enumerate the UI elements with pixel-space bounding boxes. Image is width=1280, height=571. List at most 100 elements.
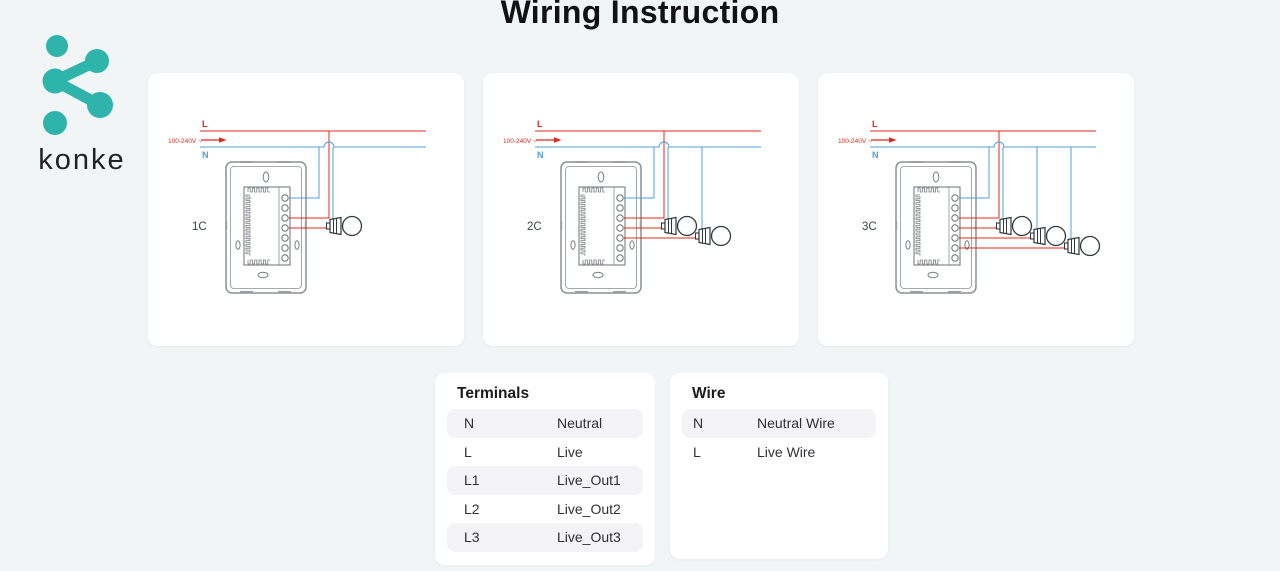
terminal-screw — [616, 234, 624, 242]
table-row: N Neutral Wire — [682, 409, 876, 438]
terminal-screw — [616, 224, 624, 232]
live-label: L — [202, 119, 208, 129]
gang-label: 2C — [527, 221, 542, 233]
terminal-screw — [281, 244, 289, 252]
live-label: L — [872, 119, 878, 129]
heatsink-fins-top — [247, 187, 270, 193]
live-in-wire — [959, 131, 1000, 219]
terminal-screw — [951, 254, 959, 262]
terminal-code: L — [464, 443, 472, 460]
terminal-code: N — [693, 415, 704, 432]
terminal-screw — [616, 194, 624, 202]
terminal-screw — [616, 244, 624, 252]
table-row: L2 Live_Out2 — [447, 495, 643, 524]
light-bulb-icon — [694, 225, 732, 247]
terminal-code: L2 — [464, 500, 480, 517]
table-row: L1 Live_Out1 — [447, 466, 643, 495]
terminal-description: Live_Out1 — [557, 472, 621, 489]
heatsink-fins-bottom — [917, 259, 940, 265]
terminal-screw — [951, 194, 959, 202]
terminal-screw — [616, 214, 624, 222]
table-row: L Live Wire — [682, 438, 876, 467]
voltage-label: 100-240V ~ — [838, 138, 872, 145]
konke-logo-icon — [42, 35, 113, 135]
light-bulb-icon — [325, 215, 363, 237]
neutral-wire — [870, 141, 1096, 148]
heatsink-fins-bottom — [247, 259, 270, 265]
wiring-diagram-svg: L 100-240V ~N 3C — [838, 119, 1101, 294]
light-bulb-icon — [995, 215, 1033, 237]
terminal-description: Neutral — [557, 415, 603, 432]
live-in-wire — [624, 131, 665, 219]
terminal-description: Neutral Wire — [757, 415, 835, 432]
light-bulb-icon — [1063, 235, 1101, 257]
neutral-label: N — [872, 150, 879, 160]
terminal-code: N — [464, 415, 475, 432]
heatsink-fins-bottom — [582, 259, 605, 265]
neutral-wire — [200, 141, 426, 148]
light-bulb-icon — [1029, 225, 1067, 247]
gang-label: 3C — [862, 221, 877, 233]
light-bulb-icon — [660, 215, 698, 237]
terminal-screw — [281, 204, 289, 212]
heatsink-fins-left — [245, 194, 251, 256]
arrow-head-icon — [219, 137, 227, 143]
neutral-label: N — [202, 150, 209, 160]
terminal-screw — [951, 214, 959, 222]
terminal-code: L — [693, 443, 701, 460]
heatsink-fins-left — [915, 194, 921, 256]
voltage-label: 100-240V ~ — [503, 138, 537, 145]
table-row: L Live — [447, 438, 643, 467]
table-row: L3 Live_Out3 — [447, 523, 643, 552]
terminal-screw — [281, 194, 289, 202]
terminal-description: Live — [557, 443, 583, 460]
neutral-in-wire — [624, 147, 655, 199]
live-in-wire — [289, 131, 330, 219]
terminal-description: Live Wire — [757, 443, 816, 460]
terminal-screw — [616, 254, 624, 262]
diagram-card-3c: L 100-240V ~N 3C — [818, 73, 1134, 346]
diagram-card-2c: L 100-240V ~N 2C — [483, 73, 799, 346]
terminal-screw — [951, 244, 959, 252]
terminals-table-title: Terminals — [457, 385, 530, 402]
terminal-screw — [281, 214, 289, 222]
brand-logo: konke — [20, 28, 144, 177]
arrow-head-icon — [889, 137, 897, 143]
voltage-label: 100-240V ~ — [168, 138, 202, 145]
terminal-screw — [281, 254, 289, 262]
neutral-label: N — [537, 150, 544, 160]
neutral-in-wire — [959, 147, 990, 199]
table-row: N Neutral — [447, 409, 643, 438]
terminal-code: L3 — [464, 529, 480, 546]
arrow-head-icon — [554, 137, 562, 143]
terminal-screw — [281, 234, 289, 242]
wiring-diagram-svg: L 100-240V ~N 1C — [168, 119, 426, 294]
terminal-description: Live_Out2 — [557, 500, 621, 517]
wiring-diagram-svg: L 100-240V ~N 2C — [503, 119, 761, 294]
diagram-card-1c: L 100-240V ~N 1C — [148, 73, 464, 346]
terminal-code: L1 — [464, 472, 480, 489]
terminal-screw — [951, 224, 959, 232]
page-title: Wiring Instruction — [500, 0, 780, 30]
terminal-screw — [951, 234, 959, 242]
heatsink-fins-left — [580, 194, 586, 256]
switch-plate — [895, 161, 977, 294]
brand-name: konke — [38, 144, 126, 176]
terminal-screw — [281, 224, 289, 232]
terminal-screw — [951, 204, 959, 212]
neutral-in-wire — [289, 147, 320, 199]
terminal-screw — [616, 204, 624, 212]
heatsink-fins-top — [582, 187, 605, 193]
neutral-wire — [535, 141, 761, 148]
switch-plate — [560, 161, 642, 294]
terminal-description: Live_Out3 — [557, 529, 621, 546]
switch-plate — [225, 161, 307, 294]
heatsink-fins-top — [917, 187, 940, 193]
live-label: L — [537, 119, 543, 129]
gang-label: 1C — [192, 221, 207, 233]
